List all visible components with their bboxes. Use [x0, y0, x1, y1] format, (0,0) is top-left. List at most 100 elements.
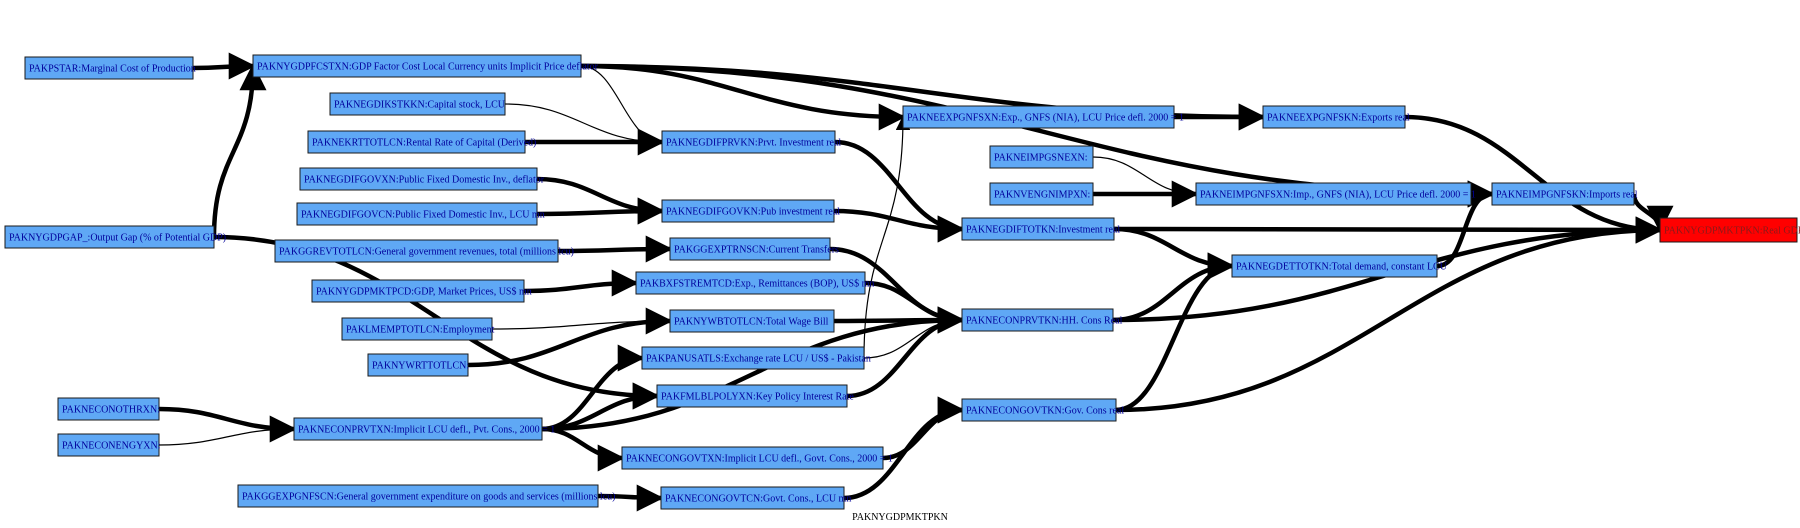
node-label: PAKGGEXPGNFSCN:General government expend… [242, 492, 615, 503]
edge-paknegdifgovkn-to-paknegdiftotkn [833, 208, 965, 243]
node-paknegdifgovxn[interactable]: PAKNEGDIFGOVXN:Public Fixed Domestic Inv… [299, 167, 545, 191]
edge-paknygdpmktpcd-to-pakbxfstremtcd [523, 269, 639, 297]
node-label: PAKNEGDIFGOVXN:Public Fixed Domestic Inv… [304, 175, 545, 186]
node-label: PAKFMLBLPOLYXN:Key Policy Interest Rate [661, 392, 854, 403]
node-pakneconprvtxn[interactable]: PAKNECONPRVTXN:Implicit LCU defl., Pvt. … [293, 417, 555, 441]
node-box [660, 486, 845, 510]
node-label: PAKNYGDPMKTPCD:GDP, Market Prices, US$ m… [316, 287, 532, 298]
edge-paknegdiftotkn-to-paknegdettotkn [1113, 226, 1235, 280]
node-box [24, 56, 194, 80]
node-box [307, 130, 526, 154]
node-paknecongovtcn[interactable]: PAKNECONGOVTCN:Govt. Cons., LCU mn [660, 486, 851, 510]
node-box [329, 92, 506, 116]
node-label: PAKNEIMPGNFSXN:Imp., GNFS (NIA), LCU Pri… [1200, 190, 1476, 201]
node-paklmemptotlcn[interactable]: PAKLMEMPTOTLCN:Employment [341, 317, 495, 341]
edge-pakneconothrxn-to-pakneconprvtxn [158, 406, 297, 443]
node-box [989, 145, 1094, 169]
edge-paknecongovtkn-to-paknegdettotkn [1115, 252, 1235, 413]
node-paknygdpfcstxn[interactable]: PAKNYGDPFCSTXN:GDP Factor Cost Local Cur… [252, 54, 599, 78]
node-box [656, 384, 848, 408]
node-pakpanusatls[interactable]: PAKPANUSATLS:Exchange rate LCU / US$ - P… [641, 346, 871, 370]
node-pakneconprvtkn[interactable]: PAKNECONPRVTKN:HH. Cons Real [961, 308, 1123, 332]
node-paknygdpmktpcd[interactable]: PAKNYGDPMKTPCD:GDP, Market Prices, US$ m… [311, 279, 532, 303]
node-label: PAKNECONPRVTKN:HH. Cons Real [966, 316, 1123, 327]
node-label: PAKNEIMPGSNEXN: [994, 153, 1088, 164]
node-paknegdifprvkn[interactable]: PAKNEGDIFPRVKN:Prvt. Investment real [661, 130, 841, 154]
node-paknegdiftotkn[interactable]: PAKNEGDIFTOTKN:Investment real [961, 217, 1120, 241]
node-paknegdifgovcn[interactable]: PAKNEGDIFGOVCN:Public Fixed Domestic Inv… [296, 202, 545, 226]
edge-layer [158, 52, 1674, 512]
node-pakpstar[interactable]: PAKPSTAR:Marginal Cost of Production [24, 56, 196, 80]
node-box [299, 167, 538, 191]
node-box [961, 398, 1117, 422]
edge-pakneexpgnfskn-to-paknygdpmktpkn [1404, 114, 1663, 244]
edge-paknegdifprvkn-to-paknegdiftotkn [834, 139, 965, 243]
node-paknywrttotlcn[interactable]: PAKNYWRTTOTLCN: [367, 353, 469, 377]
node-paknygdpgap[interactable]: PAKNYGDPGAP_:Output Gap (% of Potential … [4, 225, 226, 249]
node-box [274, 239, 559, 263]
edge-pakpanusatls-to-pakneexpgnfsxn [863, 115, 911, 359]
node-box [1262, 105, 1406, 129]
node-pakbxfstremtcd[interactable]: PAKBXFSTREMTCD:Exp., Remittances (BOP), … [635, 271, 874, 295]
edge-paknygdpfcstxn-to-paknegdifprvkn [580, 65, 664, 150]
node-label: PAKPSTAR:Marginal Cost of Production [29, 64, 196, 75]
node-pakggexptrnscn[interactable]: PAKGGEXPTRNSCN:Current Transfers [669, 237, 839, 261]
graph-caption: PAKNYGDPMKTPKN [852, 512, 948, 523]
node-label: PAKPANUSATLS:Exchange rate LCU / US$ - P… [646, 354, 871, 365]
node-box [296, 202, 538, 226]
node-box [1659, 217, 1798, 243]
edge-paknygdpgap-to-paknygdpfcstxn [211, 63, 267, 238]
node-paknekrttotlcn[interactable]: PAKNEKRTTOTLCN:Rental Rate of Capital (D… [307, 130, 536, 154]
node-pakneimpgsnexn[interactable]: PAKNEIMPGSNEXN: [989, 145, 1094, 169]
node-paknygdpmktpkn[interactable]: PAKNYGDPMKTPKN:Real GDP [1659, 217, 1800, 243]
node-label: PAKNECONPRVTXN:Implicit LCU defl., Pvt. … [298, 425, 555, 436]
node-label: PAKNECONGOVTCN:Govt. Cons., LCU mn [665, 494, 851, 505]
node-paknegdifgovkn[interactable]: PAKNEGDIFGOVKN:Pub investment real [661, 199, 840, 223]
node-pakggrevtotlcn[interactable]: PAKGGREVTOTLCN:General government revenu… [274, 239, 574, 263]
node-paknywbtotlcn[interactable]: PAKNYWBTOTLCN:Total Wage Bill [669, 309, 835, 333]
node-box [669, 237, 831, 261]
node-label: PAKLMEMPTOTLCN:Employment [346, 325, 495, 336]
node-paknegdikstkkn[interactable]: PAKNEGDIKSTKKN:Capital stock, LCU [329, 92, 506, 116]
edge-paknegdifgovcn-to-paknegdifgovkn [536, 197, 665, 225]
edge-paknecongovtkn-to-paknygdpmktpkn [1115, 216, 1663, 413]
node-box [961, 308, 1114, 332]
node-pakneimpgnfsxn[interactable]: PAKNEIMPGNFSXN:Imp., GNFS (NIA), LCU Pri… [1195, 182, 1476, 206]
node-pakfmlblpolyxn[interactable]: PAKFMLBLPOLYXN:Key Policy Interest Rate [656, 384, 854, 408]
node-paknecongovtkn[interactable]: PAKNECONGOVTKN:Gov. Cons real [961, 398, 1124, 422]
edge-paknegdettotkn-to-pakneimpgnfskn [1436, 180, 1495, 269]
node-box [367, 353, 469, 377]
node-pakneexpgnfskn[interactable]: PAKNEEXPGNFSKN:Exports real [1262, 105, 1410, 129]
node-box [989, 182, 1094, 206]
node-box [237, 484, 599, 508]
node-box [669, 309, 835, 333]
node-box [635, 271, 866, 295]
node-box [293, 417, 543, 441]
node-label: PAKNYGDPGAP_:Output Gap (% of Potential … [9, 233, 226, 244]
edge-paknecongovtxn-to-paknecongovtkn [882, 396, 965, 461]
node-paknegdettotkn[interactable]: PAKNEGDETTOTKN:Total demand, constant LC… [1231, 254, 1448, 278]
node-label: PAKNEGDETTOTKN:Total demand, constant LC… [1236, 262, 1448, 273]
node-label: PAKNEKRTTOTLCN:Rental Rate of Capital (D… [312, 138, 536, 149]
node-label: PAKNEGDIFGOVCN:Public Fixed Domestic Inv… [301, 210, 545, 221]
node-box [252, 54, 582, 78]
node-label: PAKNYWRTTOTLCN: [372, 361, 469, 372]
node-label: PAKNEGDIFGOVKN:Pub investment real [666, 207, 840, 218]
node-paknvengnimpxn[interactable]: PAKNVENGNIMPXN: [989, 182, 1094, 206]
node-pakneimpgnfskn[interactable]: PAKNEIMPGNFSKN:Imports real [1491, 182, 1638, 206]
edge-paknegdifgovxn-to-paknegdifgovkn [536, 176, 665, 225]
node-label: PAKNEIMPGNFSKN:Imports real [1496, 190, 1638, 201]
node-box [311, 279, 525, 303]
node-label: PAKNECONENGYXN: [62, 441, 161, 452]
node-pakneexpgnfsxn[interactable]: PAKNEEXPGNFSXN:Exp., GNFS (NIA), LCU Pri… [902, 105, 1184, 129]
edge-pakbxfstremtcd-to-pakneconprvtkn [864, 280, 965, 334]
node-paknecongovtxn[interactable]: PAKNECONGOVTXN:Implicit LCU defl., Govt.… [621, 446, 893, 470]
node-pakggexpgnfscn[interactable]: PAKGGEXPGNFSCN:General government expend… [237, 484, 615, 508]
node-box [57, 397, 160, 421]
node-label: PAKNECONGOVTXN:Implicit LCU defl., Govt.… [626, 454, 893, 465]
node-pakneconothrxn[interactable]: PAKNECONOTHRXN: [57, 397, 160, 421]
node-pakneconengyxn[interactable]: PAKNECONENGYXN: [57, 433, 161, 457]
node-label: PAKNEGDIKSTKKN:Capital stock, LCU [334, 100, 506, 111]
node-box [902, 105, 1175, 129]
